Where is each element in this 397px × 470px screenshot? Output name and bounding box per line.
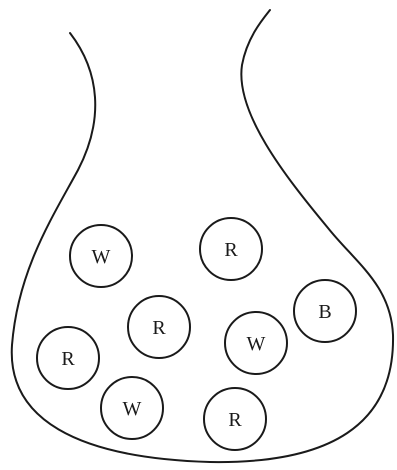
ball-label: R [152, 317, 166, 339]
ball-r-2: R [128, 296, 190, 358]
ball-label: W [92, 246, 111, 268]
ball-label: W [247, 333, 266, 355]
ball-w-2: W [225, 312, 287, 374]
ball-label: R [61, 348, 75, 370]
ball-r-3: R [37, 327, 99, 389]
ball-w-1: W [70, 225, 132, 287]
ball-label: R [228, 409, 242, 431]
ball-w-3: W [101, 377, 163, 439]
ball-label: B [318, 301, 331, 323]
ball-b-1: B [294, 280, 356, 342]
ball-label: R [224, 239, 238, 261]
ball-r-1: R [200, 218, 262, 280]
ball-r-4: R [204, 388, 266, 450]
ball-label: W [123, 398, 142, 420]
